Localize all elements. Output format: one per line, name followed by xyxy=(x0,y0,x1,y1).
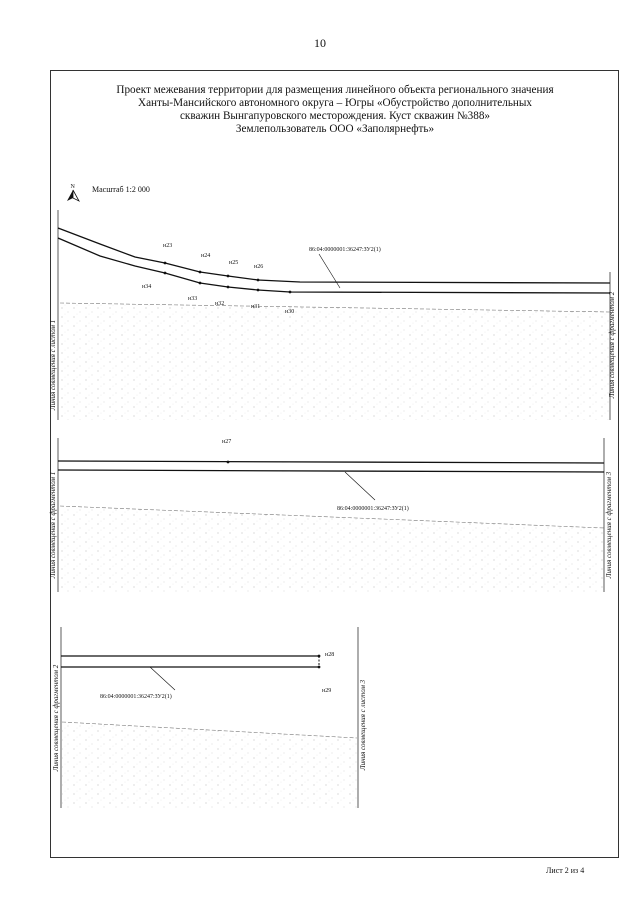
label-n32: н32 xyxy=(215,301,224,307)
fragment-2-right-line-label: Линия совмещения с фрагментом 3 xyxy=(605,471,613,579)
label-n34: н34 xyxy=(142,284,151,290)
point-n25 xyxy=(226,274,230,278)
title-line-2: Ханты-Мансийского автономного округа – Ю… xyxy=(137,97,533,109)
label-n25: н25 xyxy=(229,260,238,266)
parcel-label-f2: 86:04:0000001:36247:ЗУ2(1) xyxy=(337,505,409,512)
fragment-2-left-line-label: Линия совмещения с фрагментом 1 xyxy=(49,472,57,579)
label-n27: н27 xyxy=(222,439,231,445)
drawing-title: Проект межевания территории для размещен… xyxy=(52,84,618,136)
point-n26 xyxy=(256,278,260,282)
label-n24: н24 xyxy=(201,253,210,259)
label-n30: н30 xyxy=(285,309,294,315)
parcel-label-f3: 86:04:0000001:36247:ЗУ2(1) xyxy=(100,693,172,700)
label-n33: н33 xyxy=(188,296,197,302)
fragment-3-left-line-label: Линия совмещения с фрагментом 2 xyxy=(52,664,60,772)
scale-label: Масштаб 1:2 000 xyxy=(92,185,150,194)
label-n28: н28 xyxy=(325,652,334,658)
point-n34 xyxy=(163,271,167,275)
title-line-4: Землепользователь ООО «Заполярнефть» xyxy=(235,123,435,135)
fragment-1: 86:04:0000001:36247:ЗУ2(1) н23 н24 н25 н… xyxy=(49,210,616,420)
title-line-3: скважин Вынгапуровского месторождения. К… xyxy=(179,110,491,122)
label-n29: н29 xyxy=(322,688,331,694)
point-n30 xyxy=(288,290,292,294)
point-n29 xyxy=(317,665,321,669)
north-arrow-icon: N xyxy=(67,184,80,202)
point-n24 xyxy=(198,270,202,274)
fragment-3: н28 н29 86:04:0000001:36247:ЗУ2(1) Линия… xyxy=(52,627,367,808)
sheet-label: Лист 2 из 4 xyxy=(546,866,585,875)
fragment-3-right-line-label: Линия совмещения с листом 3 xyxy=(359,679,367,771)
label-n26: н26 xyxy=(254,264,263,270)
point-n31 xyxy=(256,288,260,292)
label-n23: н23 xyxy=(163,243,172,249)
page-number: 10 xyxy=(314,36,326,50)
point-n32 xyxy=(226,285,230,289)
point-n27 xyxy=(226,460,230,464)
point-n23 xyxy=(163,261,167,265)
point-n28 xyxy=(317,654,321,658)
parcel-label-f1: 86:04:0000001:36247:ЗУ2(1) xyxy=(309,246,381,253)
point-n33 xyxy=(198,281,202,285)
title-line-1: Проект межевания территории для размещен… xyxy=(116,84,554,96)
drawing-frame xyxy=(50,70,619,858)
fragment-1-left-line-label: Линия совмещения с листом 1 xyxy=(49,320,57,411)
fragment-1-right-line-label: Линия совмещения с фрагментом 2 xyxy=(608,291,616,399)
label-n31: н31 xyxy=(251,304,260,310)
north-label: N xyxy=(71,184,76,190)
fragment-2: н27 86:04:0000001:36247:ЗУ2(1) Линия сов… xyxy=(49,438,613,592)
